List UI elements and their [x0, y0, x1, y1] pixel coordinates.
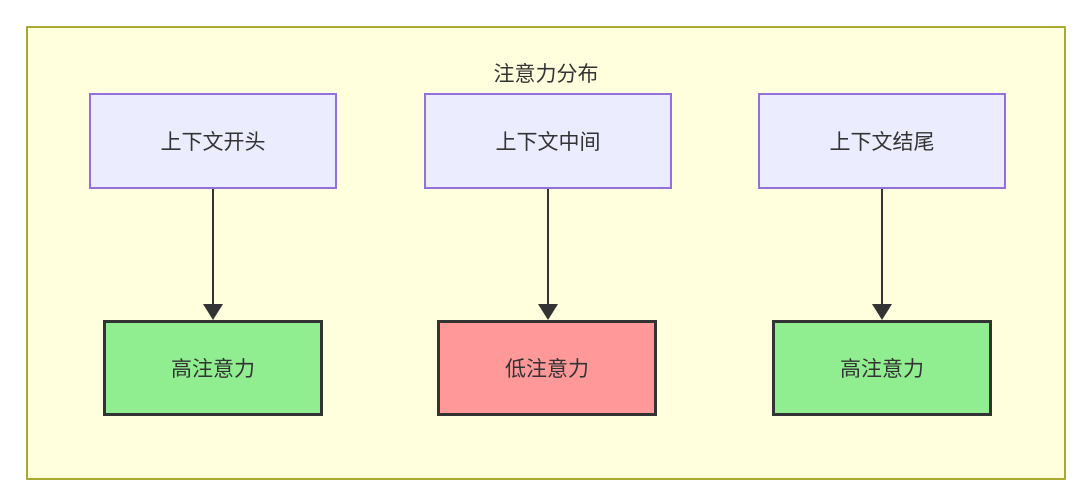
node-context-end-label: 上下文结尾 — [829, 130, 935, 154]
node-result-middle: 低注意力 — [437, 320, 657, 416]
arrow-line — [881, 189, 883, 304]
node-context-middle: 上下文中间 — [424, 93, 672, 189]
arrow-context-start-to-result — [203, 189, 223, 320]
node-result-end-label: 高注意力 — [840, 357, 924, 381]
node-result-middle-label: 低注意力 — [505, 357, 589, 381]
arrow-line — [547, 189, 549, 304]
node-result-start: 高注意力 — [103, 320, 323, 416]
node-context-middle-label: 上下文中间 — [495, 130, 601, 154]
arrow-head-icon — [203, 304, 223, 320]
node-context-start: 上下文开头 — [89, 93, 337, 189]
node-result-start-label: 高注意力 — [171, 357, 255, 381]
node-context-start-label: 上下文开头 — [160, 130, 266, 154]
node-context-end: 上下文结尾 — [758, 93, 1006, 189]
node-result-end: 高注意力 — [772, 320, 992, 416]
arrow-line — [212, 189, 214, 304]
arrow-context-middle-to-result — [538, 189, 558, 320]
arrow-head-icon — [872, 304, 892, 320]
arrow-head-icon — [538, 304, 558, 320]
arrow-context-end-to-result — [872, 189, 892, 320]
cluster-title: 注意力分布 — [493, 62, 599, 86]
